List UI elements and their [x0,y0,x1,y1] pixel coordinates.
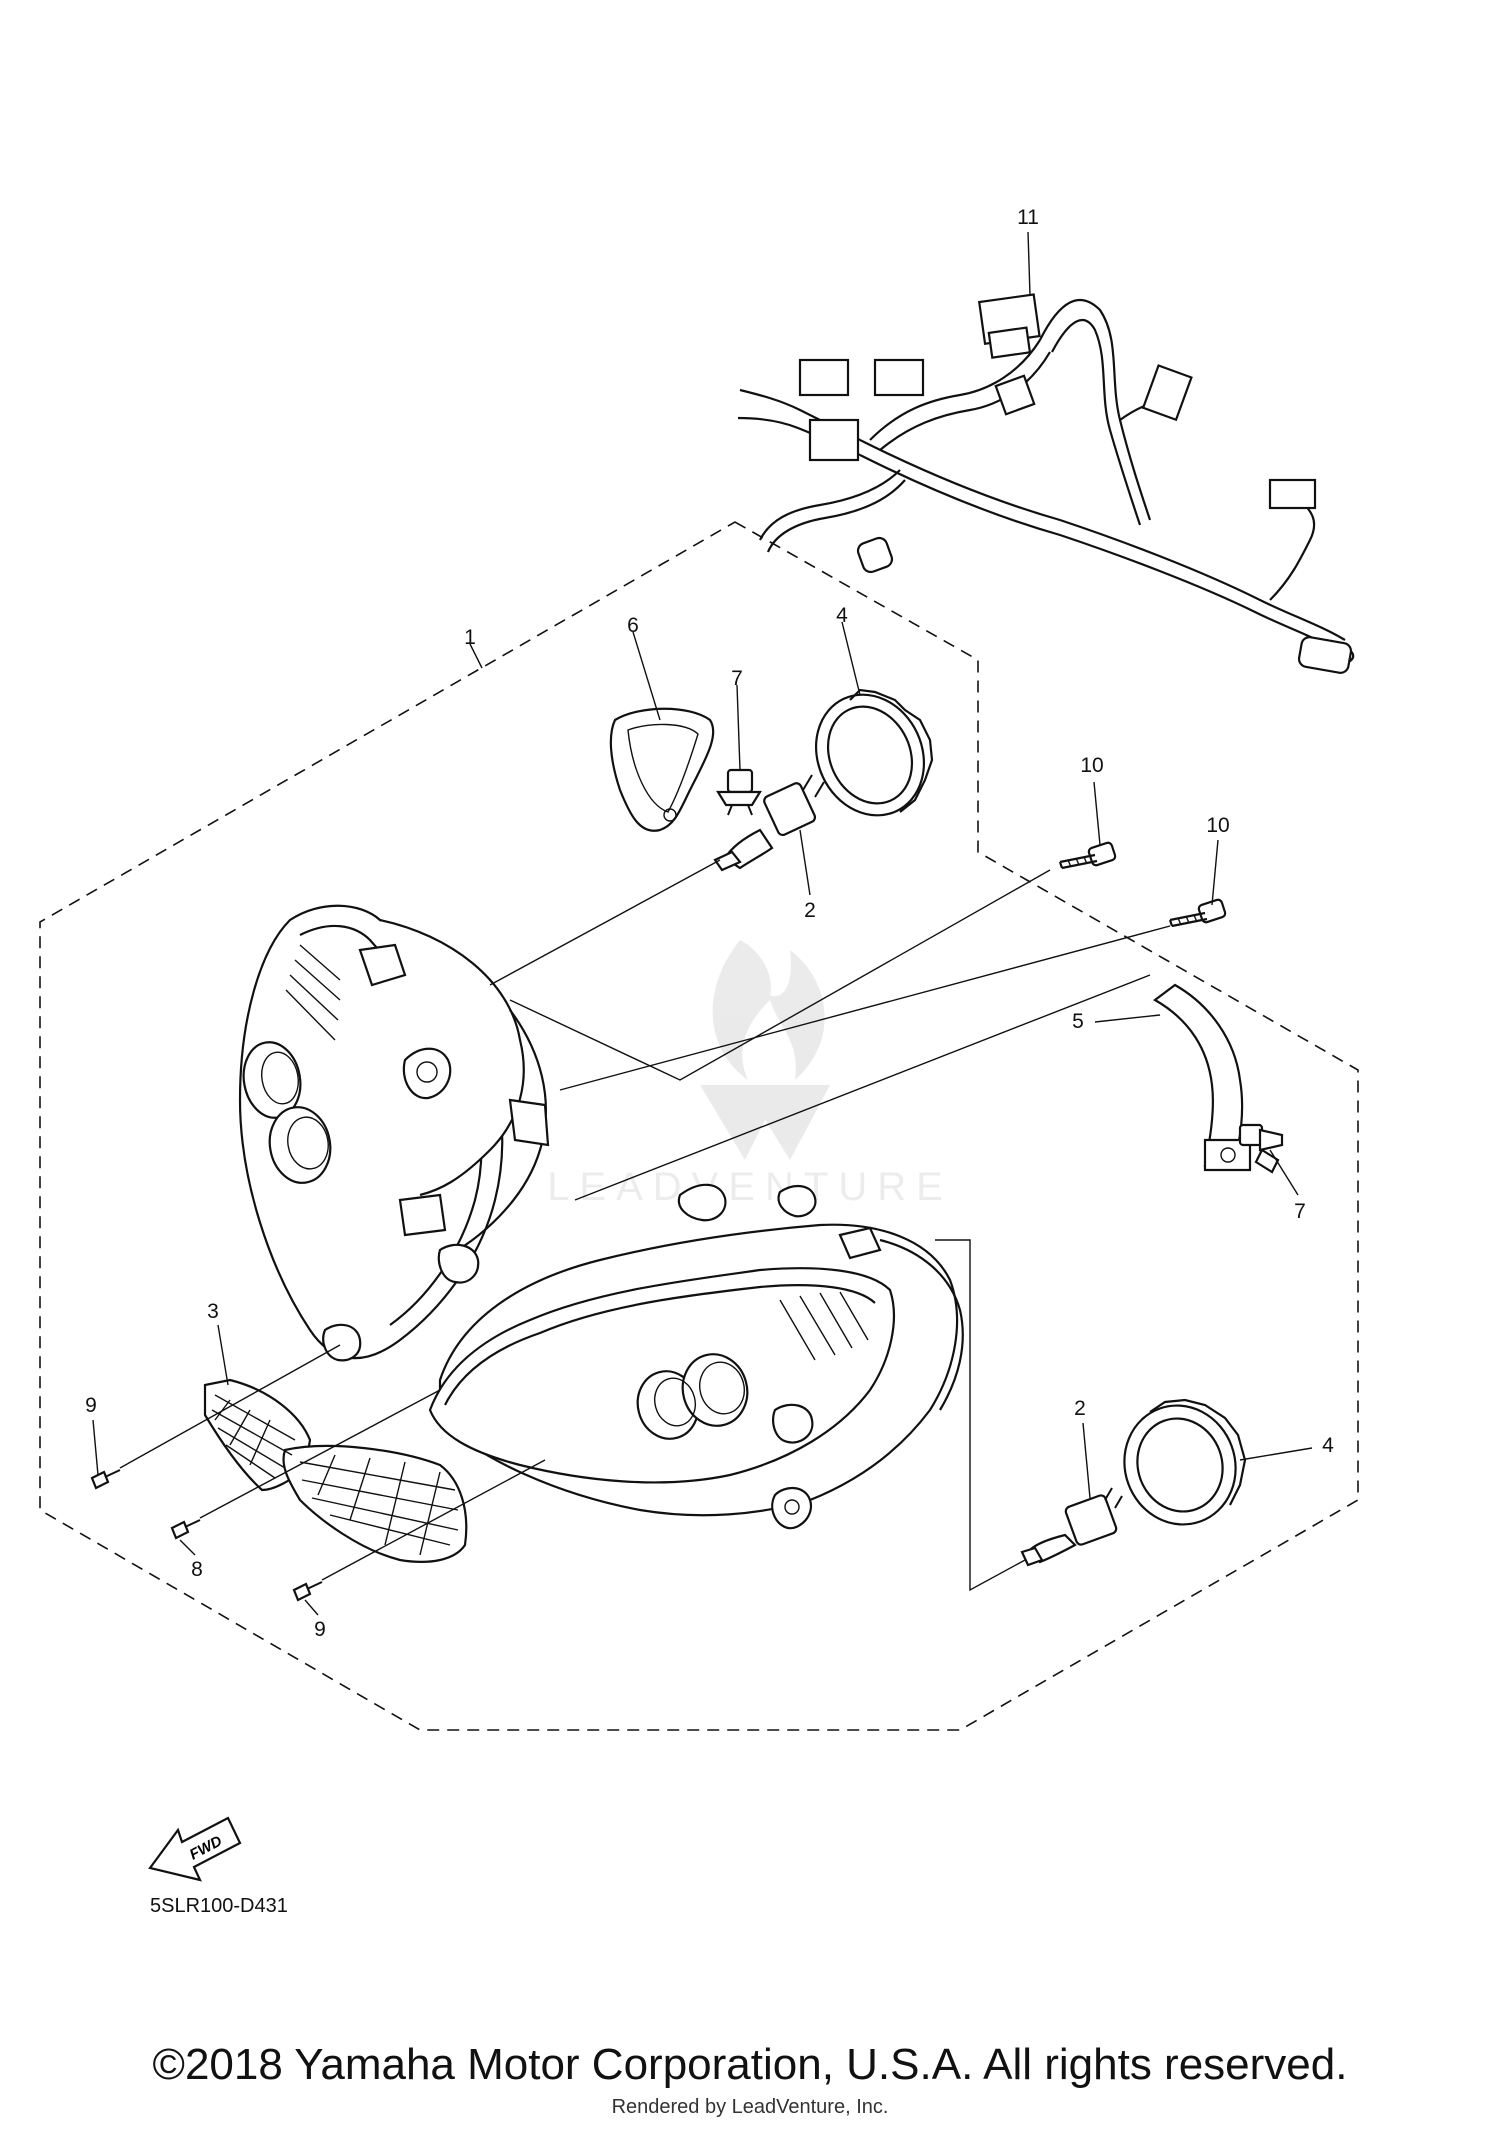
watermark-text: LEADVENTURE [547,1165,953,1209]
callout-7-top: 7 [731,667,743,690]
diagram-code: 5SLR100-D431 [150,1895,288,1917]
leader-lines [92,231,1313,1616]
socket-part-7-top [716,768,762,816]
bulb-holder-ring-part-4-top [814,688,934,817]
callout-10-b: 10 [1206,814,1229,837]
screw-part-10-a [1058,841,1117,870]
callout-2-top: 2 [804,899,816,922]
assembly-boundary [39,521,1359,1731]
callout-4-top: 4 [836,604,848,627]
wire-harness-part-11 [737,293,1355,674]
screw-part-9-bottom [292,1581,323,1602]
rendered-by-credit: Rendered by LeadVenture, Inc. [611,2096,889,2118]
cover-part-6 [609,707,715,832]
callout-9-bottom: 9 [314,1618,326,1641]
grille-part-3 [203,1378,468,1563]
callout-11: 11 [1017,206,1039,229]
copyright-notice: ©2018 Yamaha Motor Corporation, U.S.A. A… [152,2040,1348,2089]
screw-part-9-left [90,1469,121,1490]
bracket-part-5 [1153,983,1252,1172]
callout-5: 5 [1072,1010,1084,1033]
callout-7-right: 7 [1294,1200,1306,1223]
callout-9-left: 9 [85,1394,97,1417]
headlight-housing [238,904,964,1530]
callout-4-bottom: 4 [1322,1434,1334,1457]
callout-1: 1 [464,626,476,649]
leadventure-watermark [700,940,830,1160]
callout-2-bottom: 2 [1074,1397,1086,1420]
callout-10-a: 10 [1080,754,1103,777]
screw-part-8 [170,1519,201,1540]
callout-6: 6 [627,614,639,637]
callout-3: 3 [207,1300,219,1323]
bulb-part-2-bottom [1020,1487,1123,1567]
screw-part-10-b [1168,898,1227,928]
callout-8: 8 [191,1558,203,1581]
forward-direction-arrow: FWD [148,1816,242,1882]
bulb-part-2-top [713,774,825,872]
bulb-holder-ring-part-4-bottom [1123,1398,1247,1526]
socket-part-7-right [1238,1123,1284,1174]
